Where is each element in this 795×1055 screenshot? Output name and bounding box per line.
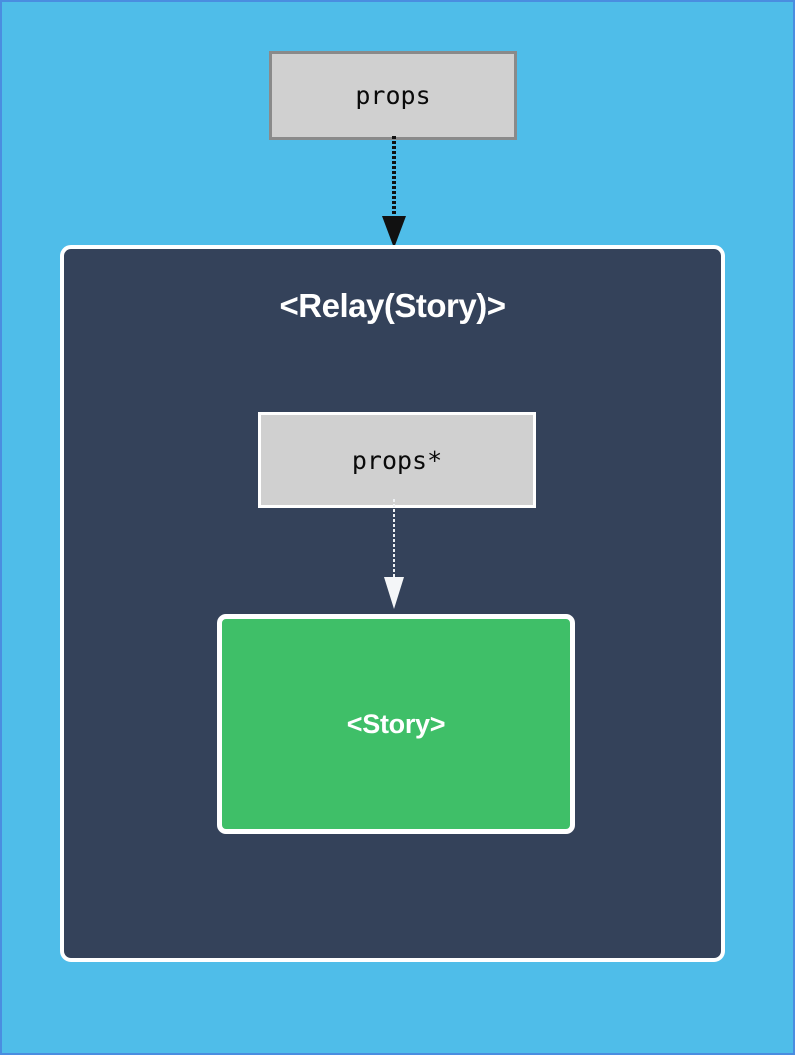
props-node-label: props [355,81,431,110]
props-star-node[interactable]: props* [258,412,536,508]
story-component-label: <Story> [346,708,446,739]
props-to-relay-arrow-icon [382,136,406,248]
relay-panel[interactable]: <Relay(Story)> props* <Story> [60,245,725,962]
props-node[interactable]: props [269,51,517,140]
story-component-node[interactable]: <Story> [217,614,575,834]
relay-panel-title: <Relay(Story)> [279,287,506,324]
props-star-node-label: props* [351,445,443,475]
